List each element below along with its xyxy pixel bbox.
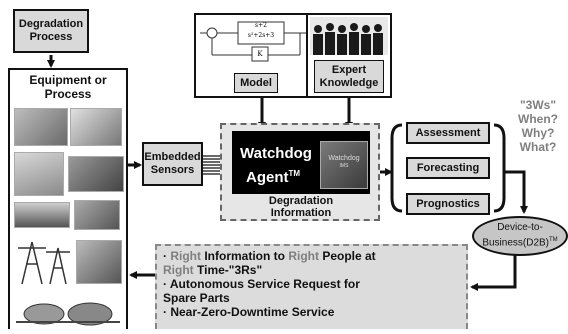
benefits-box: · Right Information to Right People at R… bbox=[155, 244, 468, 329]
machine-tool-image bbox=[14, 108, 68, 146]
benefit-3rs-right2: Right bbox=[288, 249, 319, 263]
block-diagram: s+2 s²+2s+3 K bbox=[200, 19, 312, 63]
embedded-sensors-box: Embedded Sensors bbox=[142, 142, 203, 186]
benefit-near-zero: · Near-Zero-Downtime Service bbox=[163, 305, 460, 319]
van-image bbox=[14, 202, 70, 228]
benefit-autonomous-line2: Spare Parts bbox=[163, 291, 230, 305]
expert-knowledge-line2: Knowledge bbox=[319, 76, 379, 89]
expert-knowledge-line1: Expert bbox=[331, 63, 367, 76]
bullet: · bbox=[163, 277, 170, 291]
model-panel: s+2 s²+2s+3 K Model bbox=[194, 13, 318, 98]
people-photo bbox=[310, 17, 388, 55]
prognostics-box: Prognostics bbox=[406, 193, 490, 215]
degradation-information-line1: Degradation bbox=[268, 195, 334, 207]
benefit-3rs-part2: Information to bbox=[201, 249, 289, 263]
transfer-function-numerator: s+2 bbox=[255, 22, 267, 29]
benefit-3rs-right1: Right bbox=[170, 249, 201, 263]
d2b-tm: TM bbox=[549, 237, 558, 244]
engine-image bbox=[74, 200, 120, 230]
bullet: · bbox=[163, 305, 171, 319]
watchdog-chip-text2: IMS bbox=[339, 163, 349, 169]
watchdog-tm: TM bbox=[288, 169, 301, 178]
watchdog-chip-text1: Watchdog bbox=[328, 155, 360, 162]
three-ws-when: When? bbox=[518, 112, 558, 126]
power-tower-image bbox=[14, 238, 72, 286]
power-tower-icon bbox=[18, 241, 70, 285]
benefit-3rs-part4: Time-"3Rs" bbox=[193, 263, 263, 277]
benefit-3rs-cont: Right Time-"3Rs" bbox=[163, 263, 460, 277]
three-ws-label: "3Ws" When? Why? What? bbox=[508, 98, 568, 154]
spindle-image bbox=[70, 108, 122, 146]
benefit-3rs-part3: People at bbox=[318, 249, 376, 263]
three-ws-title: "3Ws" bbox=[519, 98, 557, 112]
watchdog-title-line1: Watchdog bbox=[240, 145, 312, 162]
degradation-information-line2: Information bbox=[270, 207, 332, 219]
expert-knowledge-panel: Expert Knowledge bbox=[306, 13, 392, 98]
d2b-line1: Device-to- bbox=[497, 222, 543, 234]
degradation-information-label: Degradation Information bbox=[232, 195, 370, 219]
d2b-ellipse: Device-to- Business(D2B)TM bbox=[472, 216, 568, 256]
outputs-right-bracket bbox=[493, 123, 506, 213]
three-ws-what: What? bbox=[519, 140, 557, 154]
benefit-3rs: · Right Information to Right People at bbox=[163, 249, 460, 263]
transfer-function-denominator: s²+2s+3 bbox=[247, 32, 275, 39]
gain-block-label: K bbox=[257, 50, 263, 58]
watchdog-chip: Watchdog IMS bbox=[320, 141, 368, 189]
assessment-box: Assessment bbox=[406, 122, 490, 144]
forecasting-box: Forecasting bbox=[406, 157, 490, 179]
watchdog-agent-word: Agent bbox=[246, 169, 289, 186]
equipment-title: Equipment or Process bbox=[10, 73, 126, 101]
transformer-image bbox=[76, 240, 122, 284]
people-icon bbox=[313, 23, 383, 55]
three-ws-why: Why? bbox=[521, 126, 555, 140]
equipment-title-line1: Equipment or bbox=[29, 73, 107, 87]
degradation-process-line1: Degradation bbox=[18, 18, 84, 30]
d2b-line2: Business(D2B)TM bbox=[482, 234, 557, 249]
benefit-3rs-right3: Right bbox=[163, 263, 194, 277]
outputs-left-bracket bbox=[390, 123, 403, 213]
embedded-sensors-line1: Embedded bbox=[144, 151, 201, 163]
d2b-line2-text: Business(D2B) bbox=[482, 237, 550, 249]
model-label: Model bbox=[234, 73, 278, 93]
equipment-panel: Equipment or Process bbox=[8, 68, 128, 329]
turbine-icon bbox=[16, 302, 120, 326]
equipment-title-line2: Process bbox=[44, 87, 92, 101]
watchdog-agent-box: Watchdog AgentTM Watchdog IMS bbox=[232, 131, 370, 194]
arrow-d2b-to-benefits bbox=[470, 252, 517, 291]
block-diagram-icon bbox=[200, 21, 312, 62]
printer-image bbox=[14, 152, 64, 196]
benefit-autonomous-line1: Autonomous Service Request for bbox=[169, 277, 360, 291]
degradation-process-box: Degradation Process bbox=[13, 9, 89, 53]
degradation-process-line2: Process bbox=[29, 31, 73, 43]
arrow-outputs-to-d2b bbox=[505, 170, 528, 214]
benefit-autonomous-service: · Autonomous Service Request for bbox=[163, 277, 460, 291]
watchdog-title-line2: AgentTM bbox=[246, 165, 300, 186]
embedded-sensors-line2: Sensors bbox=[150, 164, 195, 176]
benefit-near-zero-text: Near-Zero-Downtime Service bbox=[170, 305, 335, 319]
robot-image bbox=[68, 156, 124, 192]
bullet: · bbox=[163, 249, 171, 263]
wind-turbine-image bbox=[14, 292, 122, 329]
expert-knowledge-label: Expert Knowledge bbox=[314, 60, 384, 93]
